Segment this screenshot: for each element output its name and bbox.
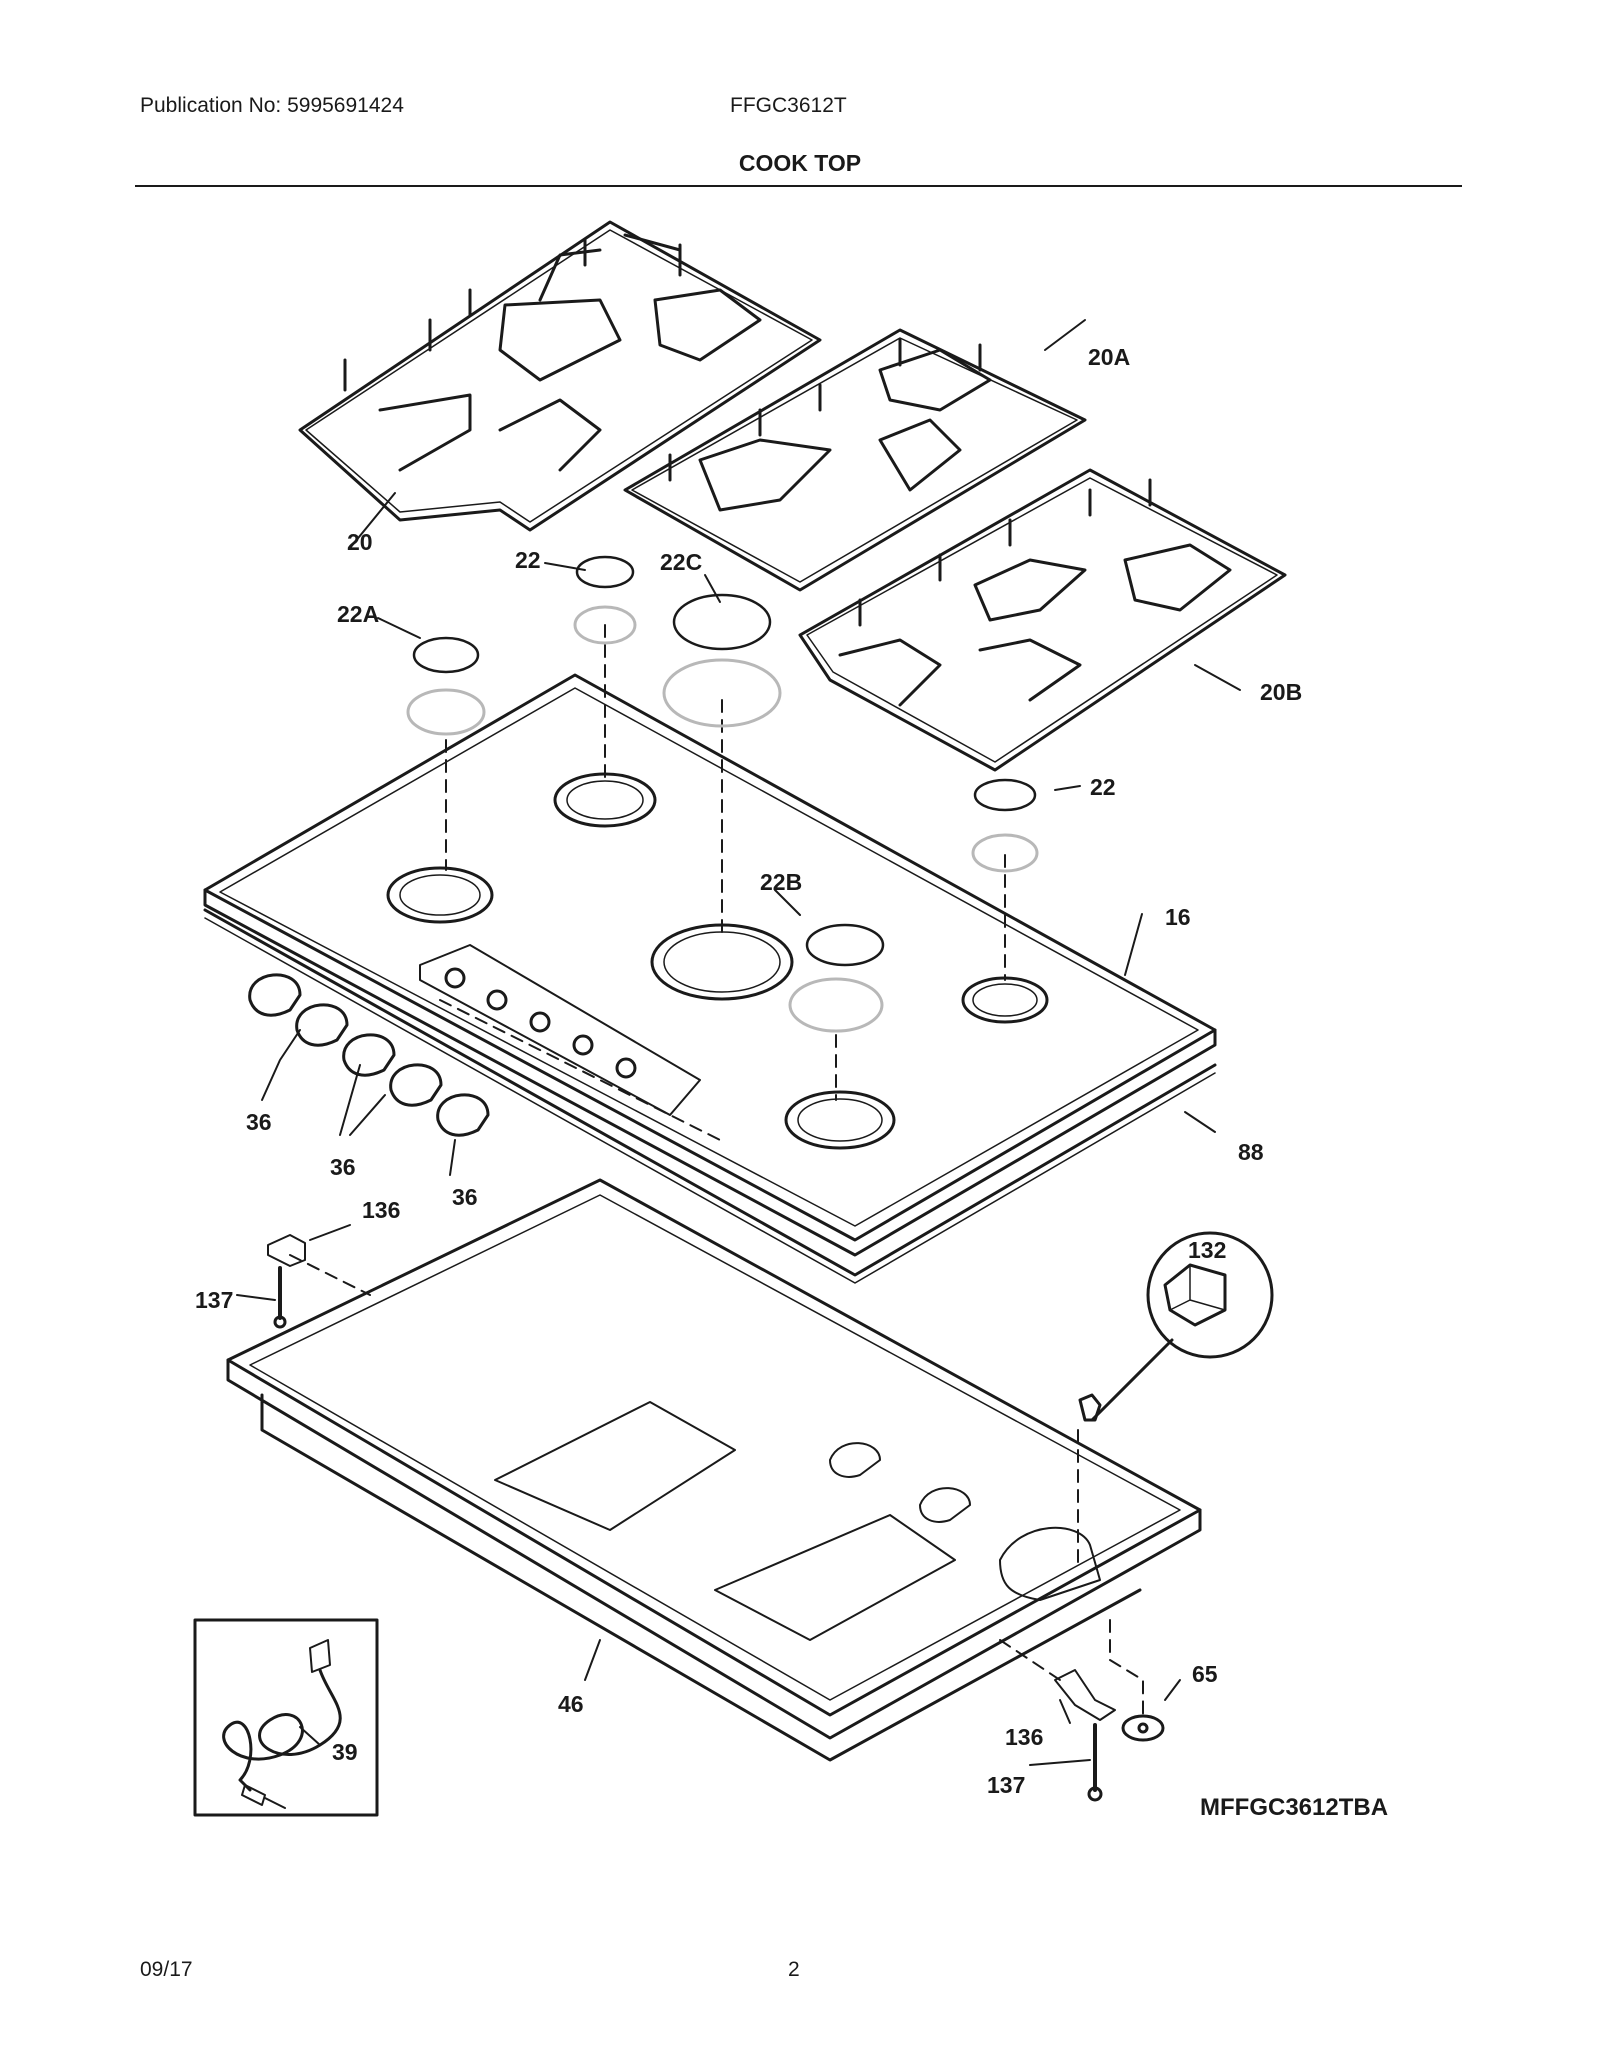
grate-20b xyxy=(798,468,1287,772)
callout-22b: 22B xyxy=(760,869,802,895)
bracket-136-top xyxy=(267,1234,306,1267)
callout-22-left: 22 xyxy=(515,547,541,573)
grate-20a xyxy=(623,328,1087,592)
knobs-36 xyxy=(248,973,490,1137)
callout-46: 46 xyxy=(558,1691,584,1717)
model-number: FFGC3612T xyxy=(730,94,847,117)
diagram-id: MFFGC3612TBA xyxy=(1200,1794,1388,1821)
callout-137-bottom: 137 xyxy=(987,1772,1025,1798)
footer-date: 09/17 xyxy=(140,1958,193,1981)
callout-39: 39 xyxy=(332,1739,358,1765)
screw-137-bottom xyxy=(1087,1723,1103,1802)
callout-36-b: 36 xyxy=(330,1154,356,1180)
bracket-136-bottom xyxy=(1054,1669,1116,1721)
grommet-65 xyxy=(1121,1714,1165,1742)
chassis-46 xyxy=(226,1178,1202,1762)
callout-22-right: 22 xyxy=(1090,774,1116,800)
callout-136-bottom: 136 xyxy=(1005,1724,1043,1750)
callout-36-c: 36 xyxy=(452,1184,478,1210)
part-39-inset xyxy=(193,1618,379,1817)
cooktop-16 xyxy=(203,673,1217,1257)
callout-16: 16 xyxy=(1165,904,1191,930)
callout-136-top: 136 xyxy=(362,1197,400,1223)
callout-20b: 20B xyxy=(1260,679,1302,705)
callout-22c: 22C xyxy=(660,549,702,575)
header-rule xyxy=(135,185,1462,187)
gasket-88 xyxy=(203,908,1217,1284)
callout-36-a: 36 xyxy=(246,1109,272,1135)
part-132-inset xyxy=(1078,1231,1274,1422)
screw-137-top xyxy=(273,1266,287,1329)
grate-20 xyxy=(298,220,822,532)
callout-88: 88 xyxy=(1238,1139,1264,1165)
callout-132: 132 xyxy=(1188,1237,1226,1263)
publication-number: Publication No: 5995691424 xyxy=(140,94,404,117)
callout-137-top: 137 xyxy=(195,1287,233,1313)
callout-65: 65 xyxy=(1192,1661,1218,1687)
page-number: 2 xyxy=(788,1958,800,1981)
callout-20a: 20A xyxy=(1088,344,1130,370)
section-title: COOK TOP xyxy=(738,150,862,176)
callout-22a: 22A xyxy=(337,601,379,627)
callout-20: 20 xyxy=(347,529,373,555)
